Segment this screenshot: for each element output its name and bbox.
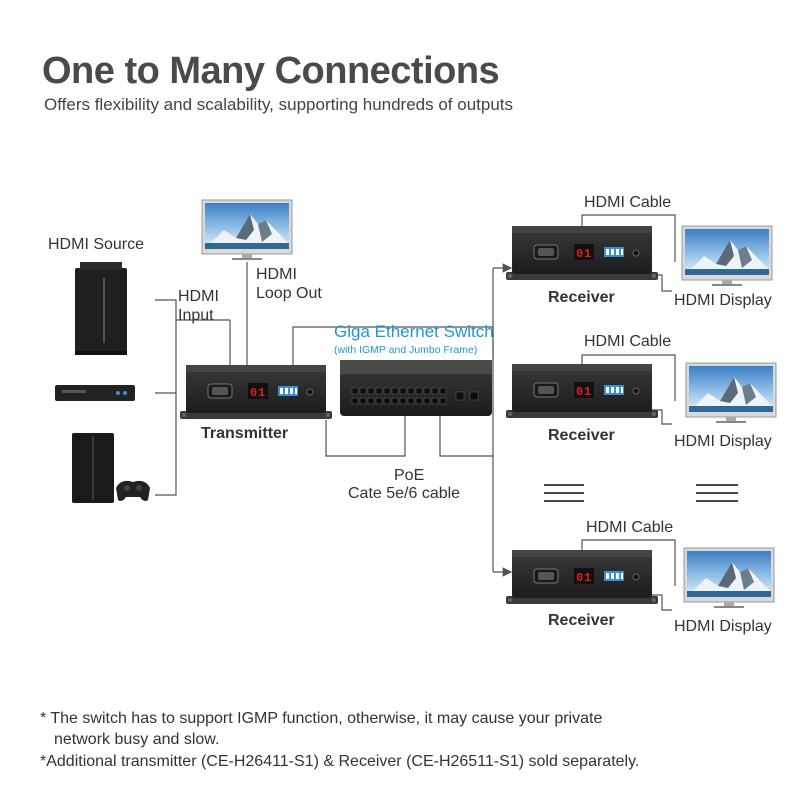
page-title: One to Many Connections <box>42 50 500 92</box>
ethernet-switch-icon <box>340 360 492 416</box>
receiver-device-icon <box>505 363 659 419</box>
receiver-label: Receiver <box>548 427 615 444</box>
hdmi-cable-label: HDMI Cable <box>584 194 672 211</box>
game-console-icon <box>72 433 150 503</box>
hdmi-display-label: HDMI Display <box>674 618 772 635</box>
footnote-line2: network busy and slow. <box>54 731 220 748</box>
cable-type-label: Cate 5e/6 cable <box>348 485 461 502</box>
receiver-device-icon <box>505 225 659 281</box>
poe-label: PoE <box>394 467 425 484</box>
hdmi-cable-label: HDMI Cable <box>586 519 674 536</box>
pc-tower-icon <box>75 262 127 355</box>
loop-out-label-line2: Loop Out <box>256 285 322 302</box>
hdmi-display-label: HDMI Display <box>674 433 772 450</box>
page-subtitle: Offers flexibility and scalability, supp… <box>44 95 514 114</box>
display-monitor-icon <box>685 362 777 424</box>
footnote-line1: * The switch has to support IGMP functio… <box>40 710 603 727</box>
hdmi-input-label-line1: HDMI <box>178 288 219 305</box>
switch-subtitle: (with IGMP and Jumbo Frame) <box>334 344 478 356</box>
display-monitor-icon <box>683 547 775 609</box>
footnote-line3: *Additional transmitter (CE-H26411-S1) &… <box>40 753 640 770</box>
ellipsis-lines <box>544 484 738 502</box>
hdmi-input-label-line2: Input <box>178 307 214 324</box>
switch-title: Giga Ethernet Switch <box>334 322 494 341</box>
hdmi-display-label: HDMI Display <box>674 292 772 309</box>
hdmi-cable-label: HDMI Cable <box>584 333 672 350</box>
receiver-label: Receiver <box>548 612 615 629</box>
connection-lines <box>155 214 676 611</box>
display-monitor-icon <box>681 225 773 287</box>
transmitter-label: Transmitter <box>201 425 289 442</box>
bluray-player-icon <box>55 385 135 401</box>
receiver-device-icon <box>505 549 659 605</box>
loop-out-monitor-icon <box>201 199 293 261</box>
transmitter-device-icon <box>179 364 333 420</box>
receiver-label: Receiver <box>548 289 615 306</box>
loop-out-label-line1: HDMI <box>256 266 297 283</box>
hdmi-source-label: HDMI Source <box>48 236 145 253</box>
